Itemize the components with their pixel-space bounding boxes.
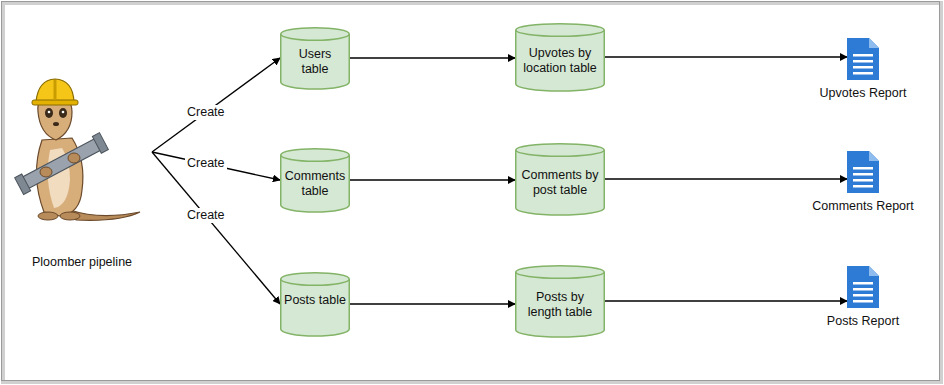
table-cylinder: Posts table	[280, 272, 350, 336]
table-label: Users table	[280, 47, 350, 77]
table-cylinder: Posts by length table	[515, 265, 605, 337]
document-icon	[847, 151, 879, 193]
connector-arrow	[605, 178, 847, 179]
report-label: Posts Report	[811, 314, 915, 329]
report-label: Upvotes Report	[811, 86, 915, 101]
meerkat	[15, 79, 140, 220]
frame-border	[2, 2, 940, 381]
connector-arrow	[350, 57, 515, 58]
table-cylinder: Comments by post table	[515, 143, 605, 215]
connector-arrow	[152, 58, 280, 152]
document-icon	[847, 38, 879, 80]
table-label: Posts table	[280, 293, 350, 308]
pipeline-node: Ploomber pipeline	[12, 70, 152, 270]
edge-label: Create	[185, 105, 227, 120]
frame-shadow	[3, 3, 941, 382]
report-document: Upvotes Report	[811, 38, 915, 101]
connector-arrow	[350, 303, 515, 304]
report-label: Comments Report	[811, 199, 916, 214]
table-cylinder: Upvotes by location table	[515, 23, 605, 91]
table-label: Upvotes by location table	[515, 46, 605, 76]
table-label: Posts by length table	[515, 290, 605, 320]
table-cylinder: Comments table	[280, 148, 350, 212]
connector-arrow	[350, 179, 515, 180]
report-document: Comments Report	[811, 151, 916, 214]
connector-arrow	[605, 300, 847, 301]
edge-label: Create	[185, 156, 227, 171]
document-icon	[847, 266, 879, 308]
connector-arrow	[605, 56, 847, 57]
connector-arrow	[152, 152, 280, 304]
table-label: Comments table	[280, 169, 350, 199]
table-label: Comments by post table	[515, 168, 605, 198]
report-document: Posts Report	[811, 266, 915, 329]
edge-label: Create	[185, 208, 227, 223]
pipeline-label: Ploomber pipeline	[12, 255, 152, 270]
table-cylinder: Users table	[280, 27, 350, 89]
